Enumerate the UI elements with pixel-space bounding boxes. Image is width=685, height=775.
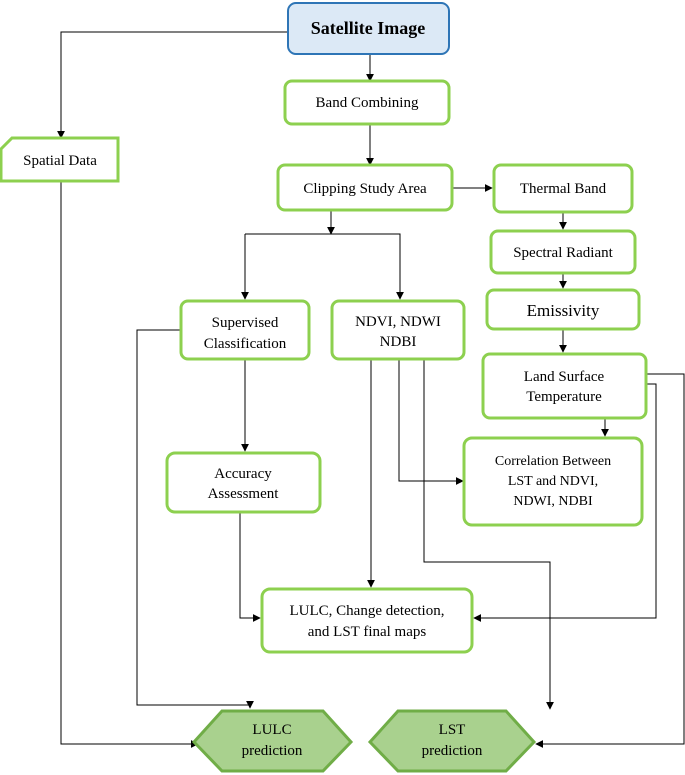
arrow-accuracy-to-final [239, 512, 261, 622]
node-final-maps: LULC, Change detection, and LST final ma… [260, 587, 474, 654]
node-clipping-study-area: Clipping Study Area [276, 163, 454, 212]
lst-prediction-line2: prediction [422, 743, 483, 759]
correlation-line1: Correlation Between [495, 454, 611, 469]
connectors [57, 31, 685, 748]
node-spectral-radiant: Spectral Radiant [489, 229, 637, 275]
node-satellite-image: Satellite Image [287, 2, 450, 55]
arrow-spatial-to-lulc-prediction [60, 181, 199, 748]
arrow-satellite-to-spatial [57, 31, 288, 139]
correlation-line3: NDWI, NDBI [513, 494, 593, 509]
arrow-indices-to-lst-prediction [423, 359, 554, 710]
supervised-classification-line2: Classification [204, 336, 287, 352]
node-lulc-prediction: LULC prediction [191, 709, 354, 773]
arrow-supervised-to-lulc-prediction [136, 329, 254, 709]
node-accuracy-assessment: Accuracy Assessment [165, 451, 322, 514]
node-supervised-classification: Supervised Classification [179, 299, 311, 361]
lst-prediction-line1: LST [439, 722, 466, 738]
spatial-data-label: Spatial Data [23, 153, 97, 169]
correlation-line2: LST and NDVI, [508, 474, 598, 489]
node-thermal-band: Thermal Band [492, 163, 634, 214]
node-indices: NDVI, NDWI NDBI [330, 299, 466, 361]
node-spatial-data: Spatial Data [0, 136, 120, 183]
node-lst-prediction: LST prediction [367, 709, 537, 773]
clipping-study-area-label: Clipping Study Area [303, 181, 427, 197]
lst-line1: Land Surface [524, 369, 605, 385]
arrow-lst-to-lst-prediction [535, 373, 685, 748]
supervised-classification-line1: Supervised [212, 315, 279, 331]
band-combining-label: Band Combining [316, 95, 419, 111]
final-maps-line2: and LST final maps [308, 624, 427, 640]
emissivity-label: Emissivity [527, 301, 600, 320]
node-correlation: Correlation Between LST and NDVI, NDWI, … [462, 436, 644, 527]
node-land-surface-temperature: Land Surface Temperature [481, 352, 648, 420]
node-band-combining: Band Combining [283, 79, 451, 126]
indices-line2: NDBI [380, 334, 417, 350]
thermal-band-label: Thermal Band [520, 181, 607, 197]
arrow-split-to-indices [245, 233, 404, 300]
spectral-radiant-label: Spectral Radiant [513, 245, 613, 261]
accuracy-line2: Assessment [208, 486, 280, 502]
lulc-prediction-line2: prediction [242, 743, 303, 759]
arrow-lst-to-final [473, 383, 657, 622]
indices-line1: NDVI, NDWI [355, 314, 441, 330]
lulc-prediction-line1: LULC [252, 722, 291, 738]
arrow-indices-to-correlation [398, 359, 464, 485]
accuracy-line1: Accuracy [214, 466, 272, 482]
final-maps-line1: LULC, Change detection, [290, 603, 445, 619]
node-emissivity: Emissivity [485, 288, 641, 331]
lst-line2: Temperature [526, 389, 602, 405]
satellite-image-label: Satellite Image [311, 18, 425, 38]
